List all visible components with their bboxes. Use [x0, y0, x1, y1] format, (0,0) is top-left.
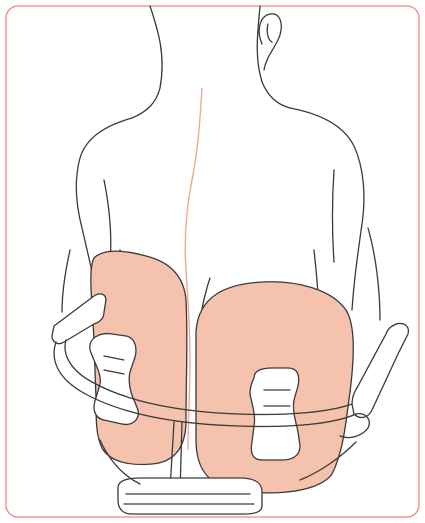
right-armpit-line: [333, 170, 335, 262]
right-shoulder-arm: [290, 108, 364, 310]
left-arm-lower: [62, 250, 70, 312]
right-armrest-top: [352, 323, 408, 417]
left-armpit-line: [104, 180, 111, 262]
head-neck-left: [132, 6, 162, 118]
ear: [259, 14, 281, 70]
right-arm-lower: [368, 228, 380, 320]
ear-inner: [267, 24, 272, 42]
head-neck-right: [257, 6, 290, 108]
